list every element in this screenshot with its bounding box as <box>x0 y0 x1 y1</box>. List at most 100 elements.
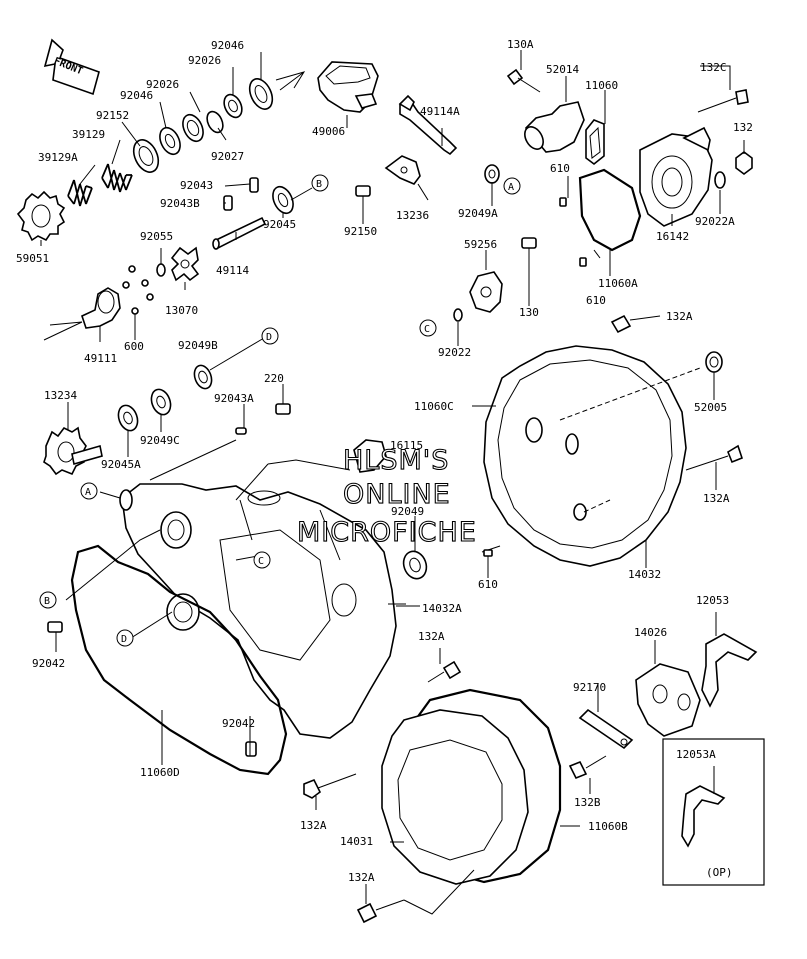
lever-16115 <box>353 439 387 473</box>
bolt-132c <box>697 89 749 113</box>
washer-92026 <box>159 126 181 156</box>
label-59256: 59256 <box>464 238 497 251</box>
pin-92043 <box>249 177 259 193</box>
label-610-top: 610 <box>550 162 570 175</box>
label-132b: 132B <box>574 796 601 809</box>
callout-d-left: D <box>116 629 134 647</box>
housing-49006 <box>275 61 379 113</box>
collar-92152 <box>132 139 160 173</box>
label-14026: 14026 <box>634 626 667 639</box>
label-52014: 52014 <box>546 63 579 76</box>
label-16115: 16115 <box>390 439 423 452</box>
bolt-132a-left <box>303 773 357 799</box>
bolt-130a <box>506 68 541 93</box>
label-132a-top: 132A <box>666 310 693 323</box>
bolt-132a-top <box>610 314 661 334</box>
label-49006: 49006 <box>312 125 345 138</box>
part-labels: 92046 92026 92026 92046 92152 39129 3912… <box>16 38 753 884</box>
callout-d-top: D <box>261 327 279 345</box>
seal-92049 <box>402 550 428 580</box>
label-92042-left: 92042 <box>32 657 65 670</box>
label-220: 220 <box>264 372 284 385</box>
label-132c: 132C <box>700 61 727 74</box>
label-11060c: 11060C <box>414 400 454 413</box>
label-52005: 52005 <box>694 401 727 414</box>
dowel-92042-left <box>47 621 63 633</box>
spring-39129 <box>101 163 133 193</box>
label-92022: 92022 <box>438 346 471 359</box>
label-610-low: 610 <box>478 578 498 591</box>
dowel-92042-mid <box>245 741 257 757</box>
dowel-610-mid <box>579 257 587 267</box>
label-12053a: 12053A <box>676 748 716 761</box>
label-13234: 13234 <box>44 389 77 402</box>
label-13236: 13236 <box>396 209 429 222</box>
spring-39129a <box>67 179 93 207</box>
seal-92045 <box>272 185 294 215</box>
seal-52005 <box>705 351 723 373</box>
callout-d-top-letter: D <box>266 332 272 343</box>
impeller-59256 <box>469 271 503 313</box>
callout-c-top-letter: C <box>424 324 430 335</box>
option-box <box>662 738 765 886</box>
plate-14026 <box>635 663 701 737</box>
label-92049a: 92049A <box>458 207 498 220</box>
label-59051: 59051 <box>16 252 49 265</box>
bolt-132a-center <box>427 660 462 683</box>
callout-c-center: C <box>253 551 271 569</box>
watermark: HLSM'S ONLINE MICROFICHE <box>296 444 476 548</box>
label-11060a: 11060A <box>598 277 638 290</box>
label-610-mid: 610 <box>586 294 606 307</box>
label-92022a: 92022A <box>695 215 735 228</box>
bearing-92049c <box>150 388 172 416</box>
callout-d-left-letter: D <box>121 634 127 645</box>
gear-59051 <box>16 190 66 242</box>
label-49114: 49114 <box>216 264 249 277</box>
gasket-11060d <box>70 544 288 776</box>
bolt-132 <box>735 151 753 175</box>
label-option-note: (OP) <box>706 866 733 879</box>
bolt-130 <box>521 237 537 274</box>
label-92049c: 92049C <box>140 434 180 447</box>
label-600: 600 <box>124 340 144 353</box>
label-92043a: 92043A <box>214 392 254 405</box>
label-132a-left: 132A <box>300 819 327 832</box>
gasket-11060a <box>578 168 642 252</box>
washer-92022a <box>714 171 726 189</box>
label-92049b: 92049B <box>178 339 218 352</box>
label-92026: 92026 <box>146 78 179 91</box>
bolt-132a-right <box>685 444 743 471</box>
label-13070: 13070 <box>165 304 198 317</box>
label-39129a: 39129A <box>38 151 78 164</box>
label-92045a: 92045A <box>101 458 141 471</box>
label-92026-top: 92026 <box>188 54 221 67</box>
label-92046: 92046 <box>120 89 153 102</box>
label-14032a: 14032A <box>422 602 462 615</box>
steel-balls-600 <box>122 265 154 315</box>
seal-92049b <box>193 364 213 390</box>
label-92042-mid: 92042 <box>222 717 255 730</box>
label-130: 130 <box>519 306 539 319</box>
dashed-alignment-lines <box>559 367 701 513</box>
label-92045: 92045 <box>263 218 296 231</box>
shaft-49111 <box>43 287 121 341</box>
callout-a-top: A <box>503 177 521 195</box>
callout-b-left: B <box>39 591 57 609</box>
label-92170: 92170 <box>573 681 606 694</box>
shaft-49114 <box>212 216 267 250</box>
label-11060d: 11060D <box>140 766 180 779</box>
label-92152: 92152 <box>96 109 129 122</box>
watermark-line1: HLSM'S <box>343 445 449 476</box>
lever-12053 <box>701 633 758 708</box>
dowel-610-top <box>559 197 567 207</box>
label-132a-center: 132A <box>418 630 445 643</box>
label-11060b: 11060B <box>588 820 628 833</box>
label-92043: 92043 <box>180 179 213 192</box>
label-11060: 11060 <box>585 79 618 92</box>
watermark-line2: ONLINE <box>343 479 451 510</box>
callout-a-top-letter: A <box>508 182 514 193</box>
label-14031: 14031 <box>340 835 373 848</box>
callout-a-left: A <box>80 482 98 500</box>
label-39129: 39129 <box>72 128 105 141</box>
